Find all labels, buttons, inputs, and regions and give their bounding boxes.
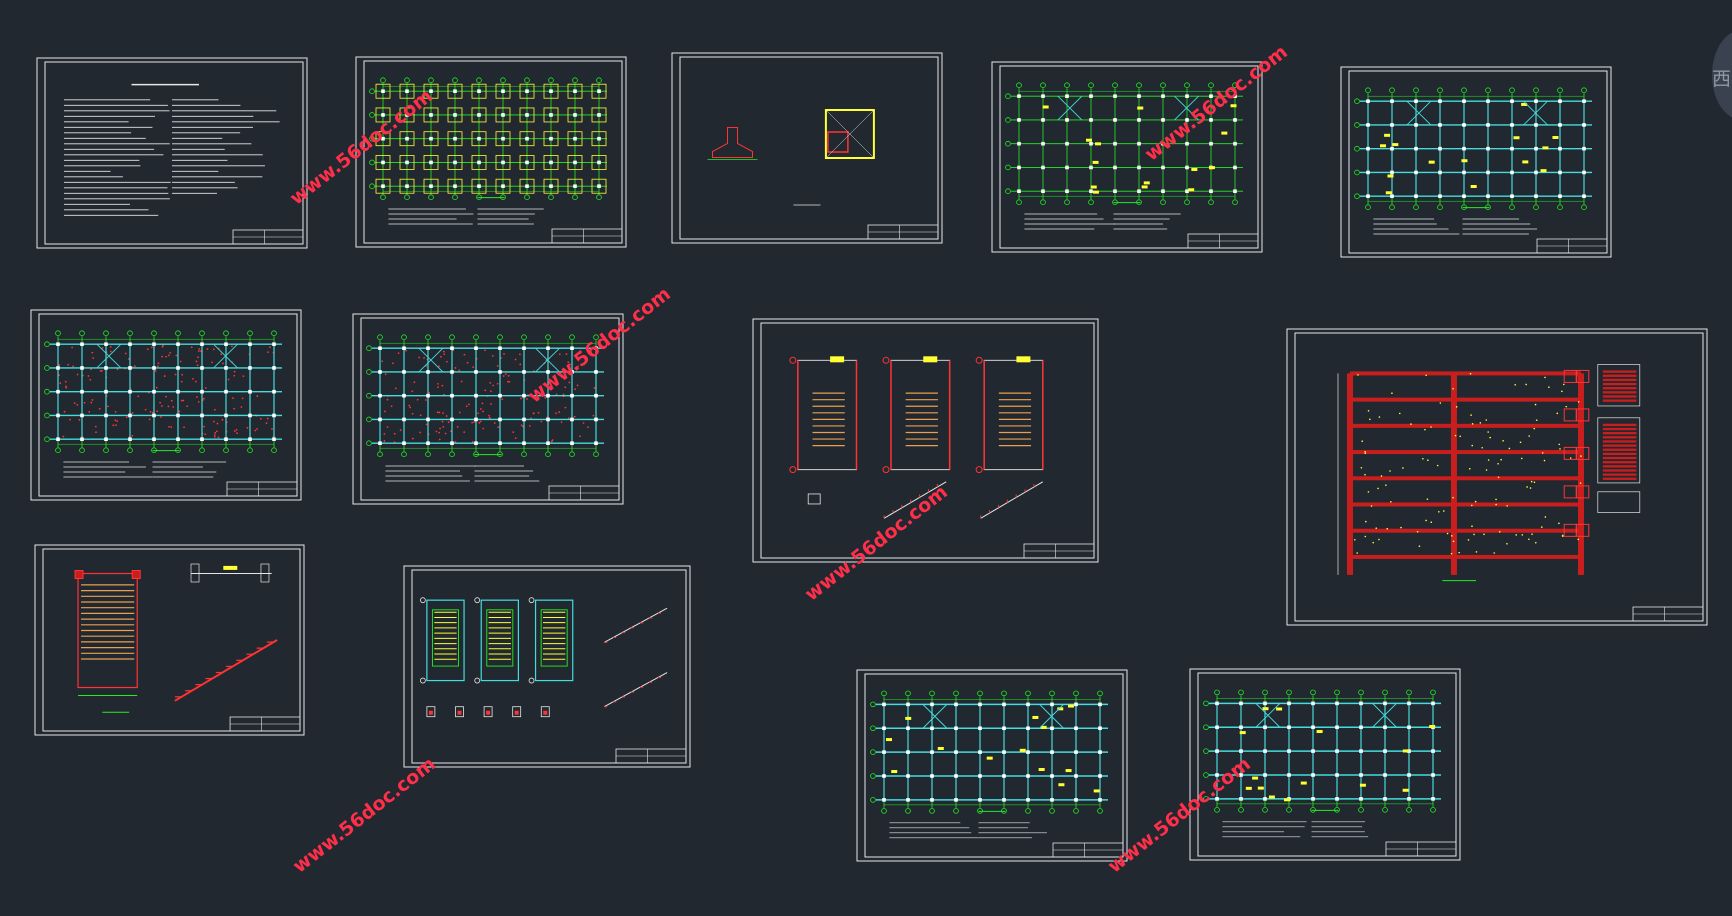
drawing-sheet-stair-section[interactable] bbox=[35, 545, 304, 735]
watermark-text: www.56doc.com bbox=[289, 753, 440, 878]
drawing-sheet-frame-elevation[interactable] bbox=[1287, 329, 1707, 625]
watermark-text: www.56doc.com bbox=[1141, 41, 1292, 166]
watermark-text: www.56doc.com bbox=[1104, 753, 1255, 878]
watermark-text: www.56doc.com bbox=[524, 283, 675, 408]
drawing-sheet-detail[interactable] bbox=[672, 53, 942, 243]
drawing-sheet-floor-plan[interactable] bbox=[1341, 67, 1611, 257]
drawing-sheet-notes[interactable] bbox=[37, 58, 307, 248]
drawing-sheets-layer bbox=[31, 53, 1707, 861]
drawing-sheet-slab-plan[interactable] bbox=[353, 314, 623, 504]
watermark-layer: www.56doc.com www.56doc.com www.56doc.com w… bbox=[286, 41, 1292, 878]
drawing-sheet-stair-detail[interactable] bbox=[404, 566, 690, 767]
drawing-sheet-beam-plan[interactable] bbox=[857, 670, 1127, 861]
drawing-sheet-foundation[interactable] bbox=[356, 57, 626, 247]
view-cube-direction-label[interactable]: 西 bbox=[1712, 64, 1731, 91]
drawing-sheet-stair-plan[interactable] bbox=[753, 319, 1098, 562]
watermark-text: www.56doc.com bbox=[801, 481, 952, 606]
drawing-sheet-slab-plan[interactable] bbox=[31, 310, 301, 500]
